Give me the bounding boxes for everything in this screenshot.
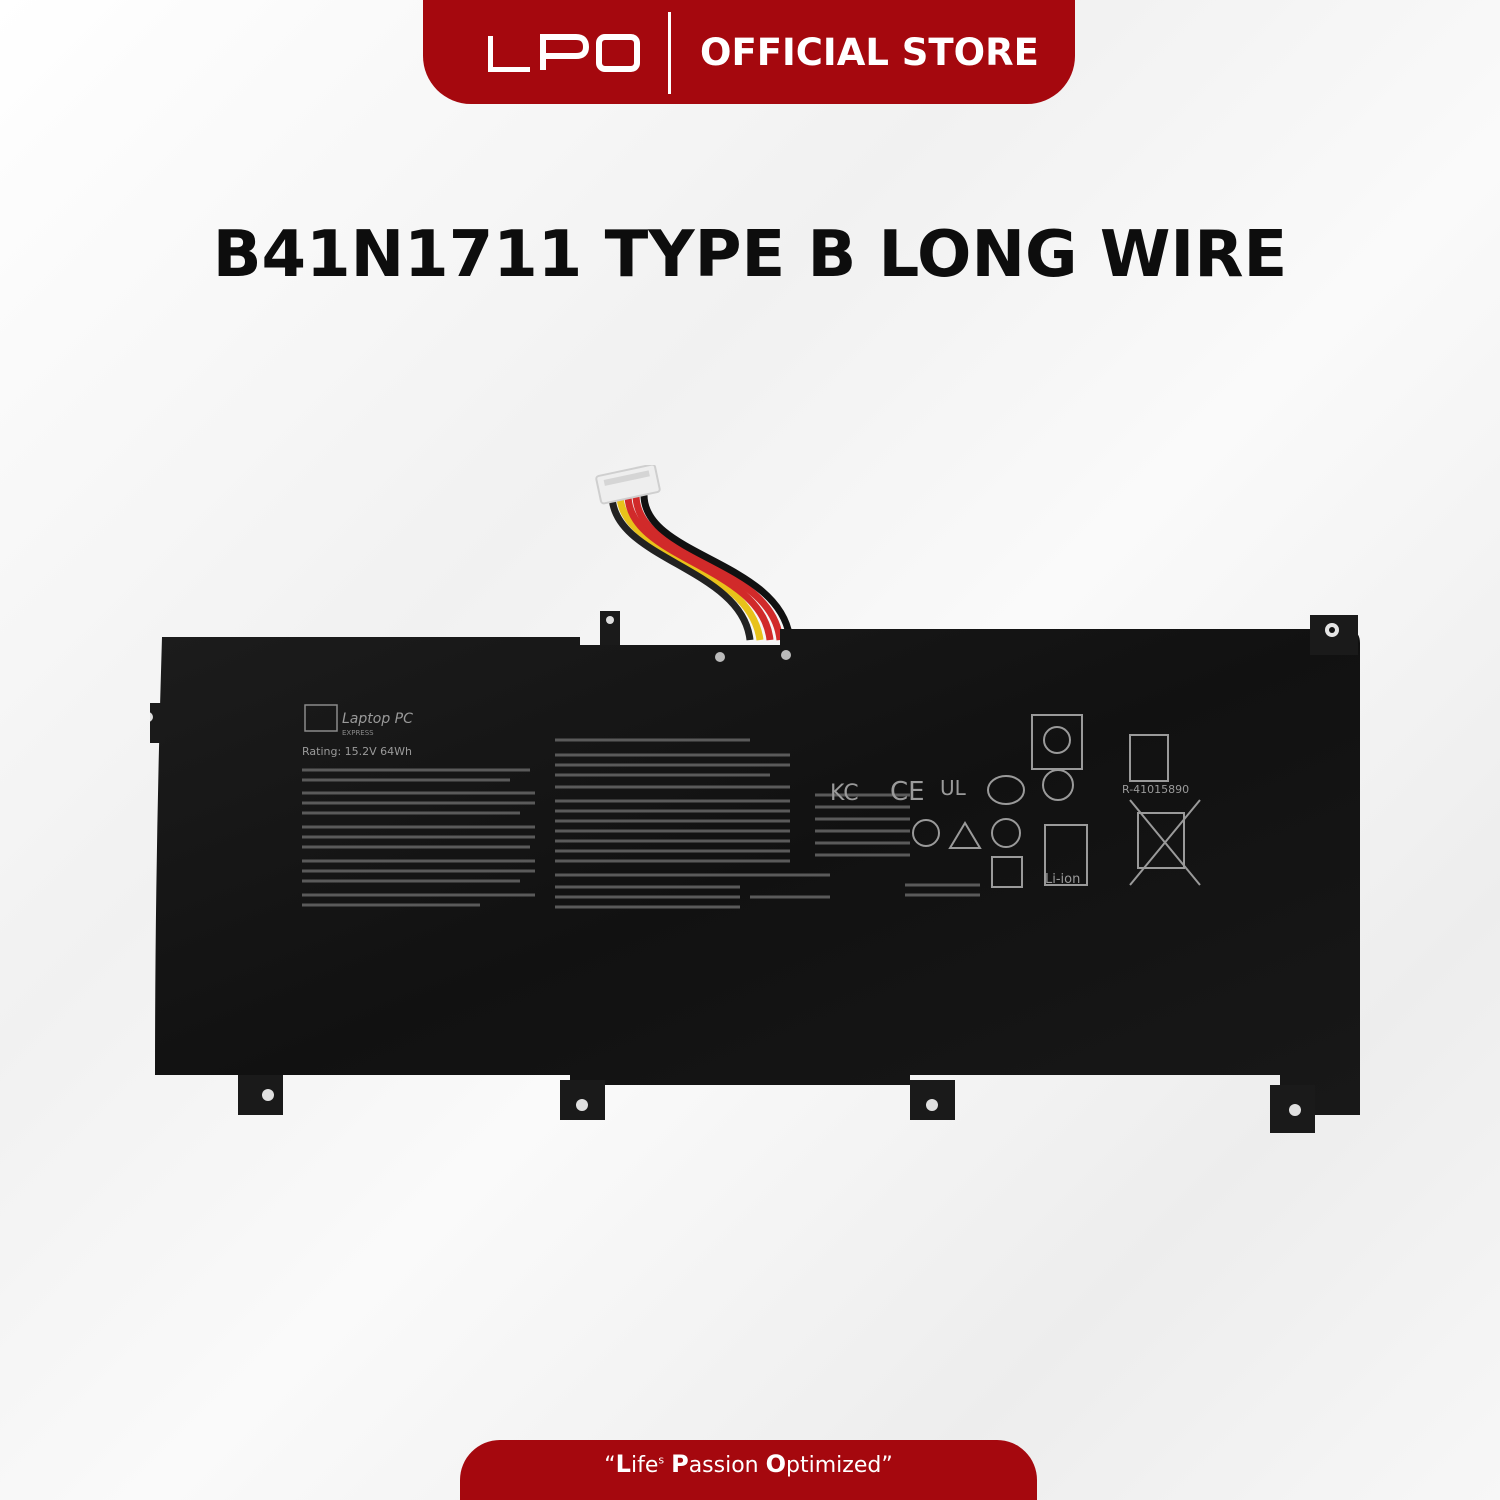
li-ion-mark: Li-ion: [1045, 872, 1080, 887]
official-store-label: OFFICIAL STORE: [700, 31, 1039, 74]
header-divider: [668, 12, 671, 94]
svg-text:CE: CE: [890, 777, 925, 807]
label-fine-print: [302, 738, 980, 909]
battery-product-image: Laptop PC EXPRESS Rating: 15.2V 64Wh: [150, 465, 1360, 1133]
label-brand: Laptop PC: [342, 711, 413, 727]
tagline-text: “Lifes Passion Optimized”: [604, 1450, 893, 1478]
certification-marks: KC CE UL: [830, 714, 1201, 888]
battery-label-text: Laptop PC EXPRESS Rating: 15.2V 64Wh: [302, 704, 413, 758]
product-title: B41N1711 TYPE B LONG WIRE: [212, 218, 1288, 292]
lpo-logo: [488, 34, 640, 72]
battery-connector: [595, 465, 661, 505]
label-brand-sub: EXPRESS: [342, 729, 374, 737]
label-rating: Rating: 15.2V 64Wh: [302, 745, 412, 758]
tagline-banner: “Lifes Passion Optimized”: [460, 1440, 1037, 1500]
battery-cable: [608, 494, 794, 641]
svg-text:KC: KC: [830, 781, 859, 806]
svg-text:UL: UL: [940, 776, 967, 800]
battery-body: [155, 629, 1360, 1115]
cert-code: R-41015890: [1122, 783, 1189, 796]
store-header-banner: [423, 0, 1075, 104]
